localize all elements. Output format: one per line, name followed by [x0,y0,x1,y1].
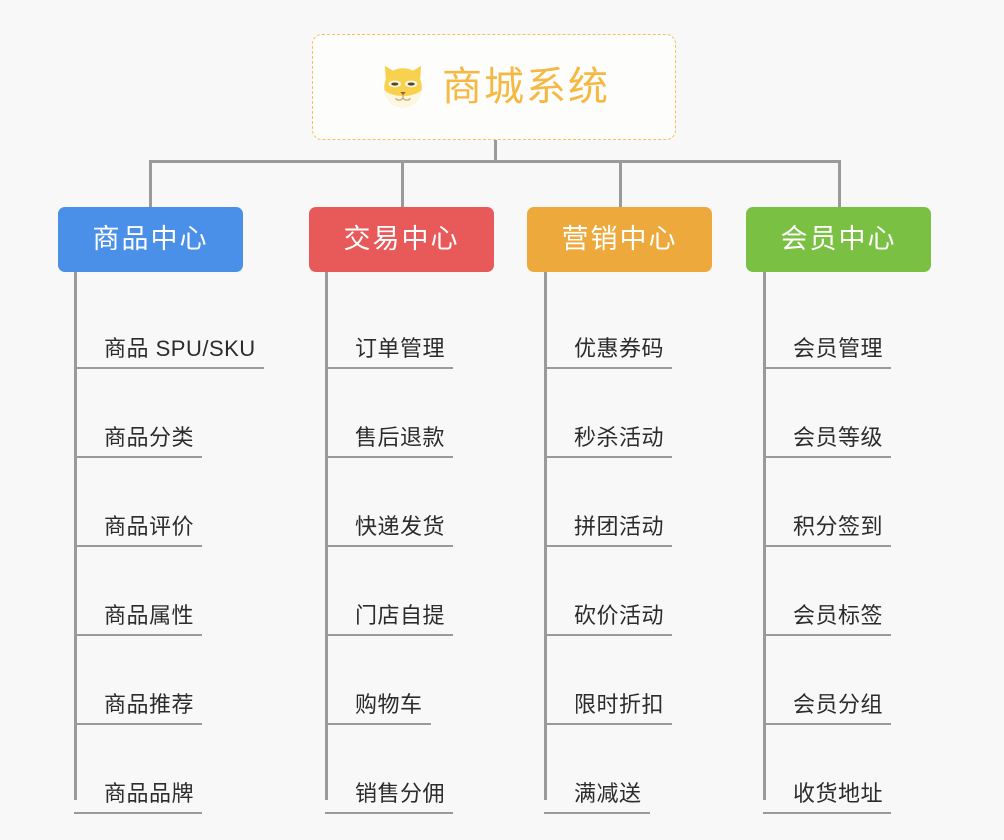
branch-node-member-center[interactable]: 会员中心 [746,207,931,272]
leaf-stem [544,272,547,800]
leaf-item[interactable]: 售后退款 [325,375,454,458]
leaf-item[interactable]: 会员分组 [763,642,892,725]
leaf-item[interactable]: 积分签到 [763,464,892,547]
leaf-item-label: 秒杀活动 [574,424,665,450]
leaf-item-label: 门店自提 [355,602,446,628]
leaf-item-label: 会员等级 [793,424,884,450]
leaf-item[interactable]: 商品分类 [74,375,203,458]
leaf-item-label: 商品品牌 [104,780,195,806]
leaf-item-label: 销售分佣 [355,780,446,806]
leaf-item-label: 收货地址 [793,780,884,806]
leaf-item[interactable]: 满减送 [544,731,650,814]
leaf-stem [763,272,766,800]
leaf-item[interactable]: 购物车 [325,642,431,725]
leaf-item[interactable]: 商品推荐 [74,642,203,725]
leaf-item-label: 优惠券码 [574,335,665,361]
leaf-item[interactable]: 商品 SPU/SKU [74,286,264,369]
leaf-item-label: 会员标签 [793,602,884,628]
leaf-item[interactable]: 快递发货 [325,464,454,547]
leaf-item[interactable]: 拼团活动 [544,464,673,547]
branch-node-marketing-center[interactable]: 营销中心 [527,207,712,272]
leaf-item[interactable]: 商品评价 [74,464,203,547]
leaf-item[interactable]: 砍价活动 [544,553,673,636]
leaf-item-label: 商品推荐 [104,691,195,717]
leaf-item[interactable]: 秒杀活动 [544,375,673,458]
leaf-item[interactable]: 优惠券码 [544,286,673,369]
leaf-item-label: 商品属性 [104,602,195,628]
root-title: 商城系统 [442,65,610,109]
leaf-item-label: 拼团活动 [574,513,665,539]
leaf-item[interactable]: 会员标签 [763,553,892,636]
branch-drop-2 [401,160,404,208]
branch-label: 交易中心 [343,224,460,254]
branch-label: 营销中心 [561,224,678,254]
leaf-item[interactable]: 收货地址 [763,731,892,814]
leaf-item[interactable]: 订单管理 [325,286,454,369]
branch-label: 商品中心 [92,224,209,254]
root-node[interactable]: 商城系统 [312,34,676,140]
leaf-item-label: 积分签到 [793,513,884,539]
leaf-item[interactable]: 会员管理 [763,286,892,369]
shiba-dog-icon [384,65,422,108]
leaf-item[interactable]: 商品品牌 [74,731,203,814]
leaf-item[interactable]: 限时折扣 [544,642,673,725]
leaf-stem [74,272,77,800]
leaf-item-label: 售后退款 [355,424,446,450]
root-connector-stem [494,140,497,163]
leaf-item-label: 购物车 [355,691,423,717]
leaf-item-label: 会员分组 [793,691,884,717]
leaf-stem [325,272,328,800]
branch-node-product-center[interactable]: 商品中心 [58,207,243,272]
leaf-item-label: 快递发货 [355,513,446,539]
branch-drop-1 [149,160,152,208]
leaf-item[interactable]: 会员等级 [763,375,892,458]
leaf-item[interactable]: 销售分佣 [325,731,454,814]
leaf-item-label: 砍价活动 [574,602,665,628]
leaf-item-label: 满减送 [574,780,642,806]
branch-drop-3 [619,160,622,208]
leaf-item-label: 商品 SPU/SKU [104,335,256,361]
leaf-item-label: 订单管理 [355,335,446,361]
branch-drop-4 [838,160,841,208]
branch-label: 会员中心 [780,224,897,254]
connector-bus [149,160,840,163]
leaf-item-label: 会员管理 [793,335,884,361]
leaf-item-label: 限时折扣 [574,691,665,717]
leaf-item-label: 商品分类 [104,424,195,450]
leaf-item[interactable]: 门店自提 [325,553,454,636]
leaf-item-label: 商品评价 [104,513,195,539]
branch-node-trade-center[interactable]: 交易中心 [309,207,494,272]
leaf-item[interactable]: 商品属性 [74,553,203,636]
